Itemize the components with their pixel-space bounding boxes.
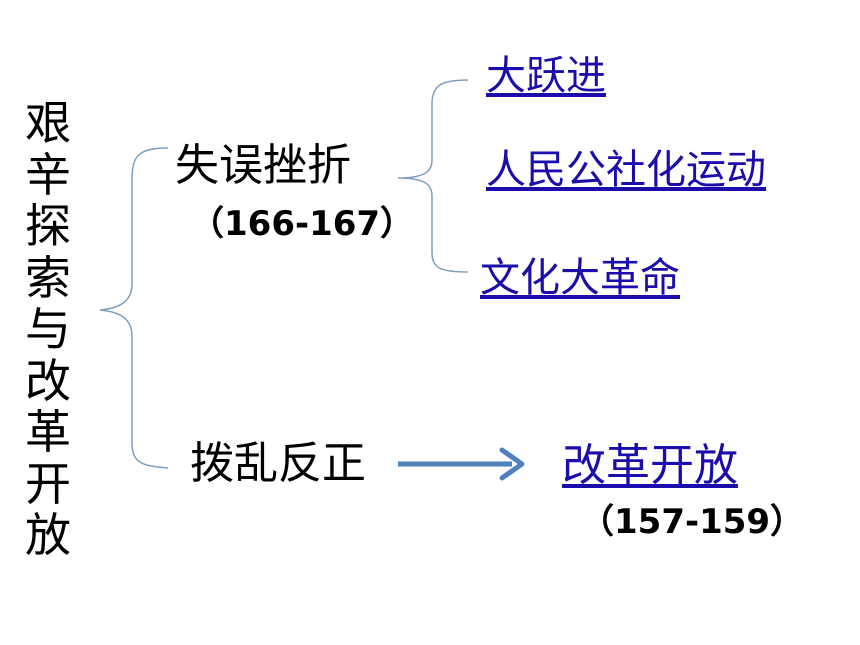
- link-cultural-revolution[interactable]: 文化大革命: [480, 255, 680, 301]
- link-great-leap-forward[interactable]: 大跃进: [486, 53, 606, 99]
- branch-mistakes-label: 失误挫折: [175, 140, 351, 191]
- arrow-head: [499, 447, 525, 481]
- link-reform-opening[interactable]: 改革开放: [562, 440, 738, 491]
- main-brace: [99, 147, 169, 469]
- branch-correction-pages: （157-159）: [580, 502, 805, 542]
- root-title: 艰辛探索与改革开放: [25, 96, 71, 562]
- link-peoples-commune[interactable]: 人民公社化运动: [486, 147, 766, 193]
- branch-correction-label: 拨乱反正: [190, 438, 366, 489]
- branch-mistakes-pages: （166-167）: [190, 204, 415, 244]
- sub-brace: [397, 79, 469, 273]
